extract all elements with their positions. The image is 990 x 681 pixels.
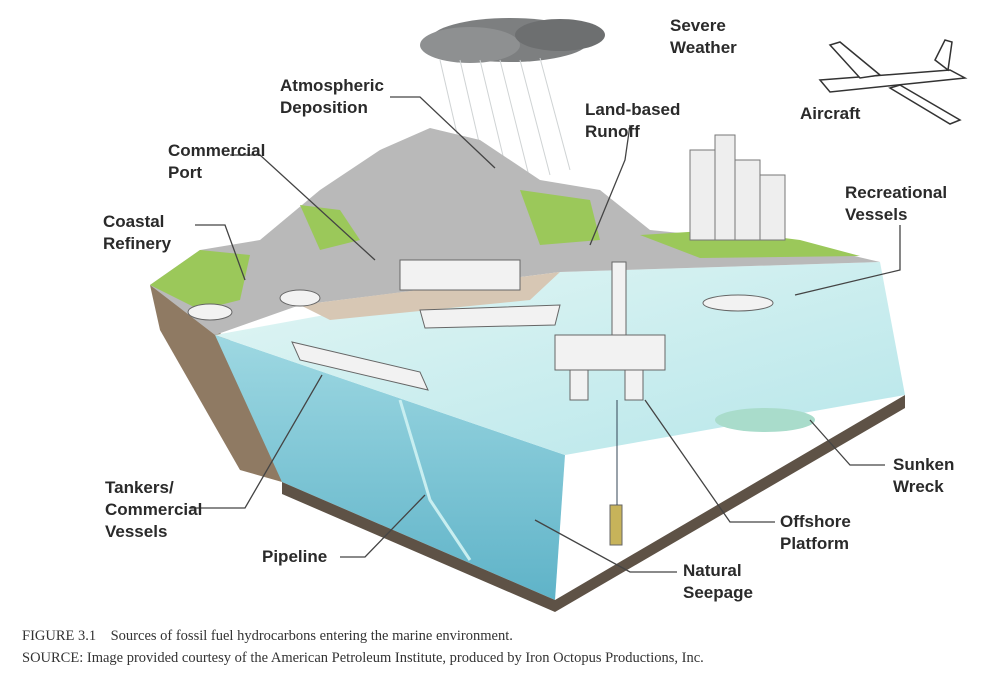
structures xyxy=(187,259,815,546)
figure-source: SOURCE: Image provided courtesy of the A… xyxy=(22,650,704,666)
leader-lines xyxy=(190,96,901,573)
aircraft-illustration xyxy=(818,39,968,125)
mountain xyxy=(150,128,880,335)
underwater-left-face xyxy=(215,335,565,600)
figure-caption: FIGURE 3.1 Sources of fossil fuel hydroc… xyxy=(22,628,513,644)
label-aircraft: Aircraft xyxy=(800,104,861,123)
earth-left-face xyxy=(150,285,282,482)
city xyxy=(689,134,786,241)
storm-cloud xyxy=(420,18,605,191)
seafloor-edge xyxy=(282,395,905,612)
label-pipeline: Pipeline xyxy=(262,547,328,566)
